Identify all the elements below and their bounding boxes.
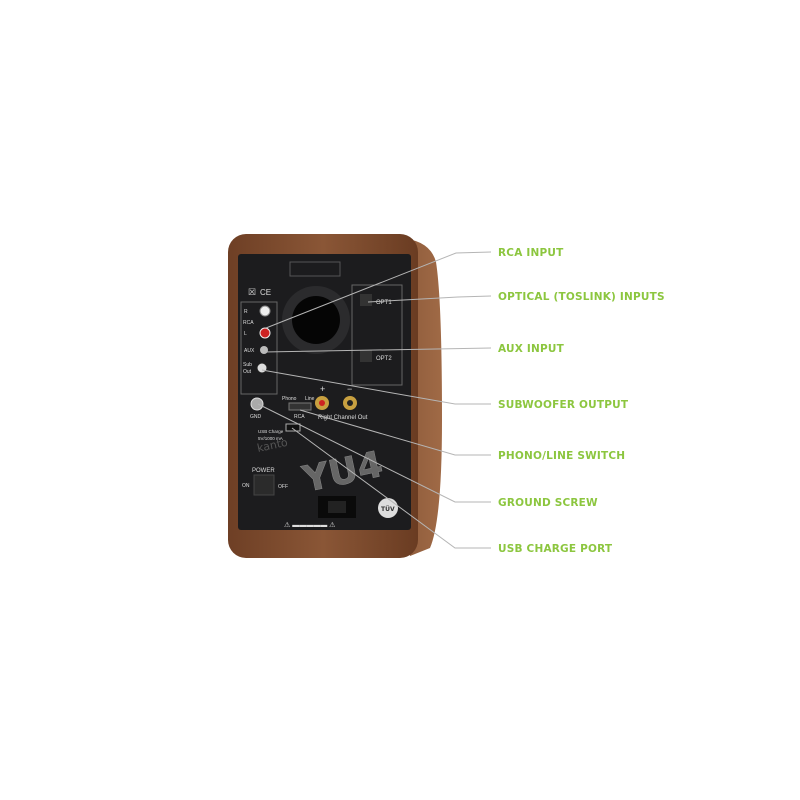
- l-label: L: [244, 331, 247, 337]
- leader-lines: [257, 251, 492, 549]
- power-inlet-socket: [328, 501, 346, 513]
- terminal-negative-core: [347, 400, 353, 406]
- leader-phono: [299, 409, 491, 456]
- warning-icon: ⚠ ▬▬▬▬▬ ⚠: [284, 521, 335, 529]
- leader-aux: [263, 347, 492, 353]
- callout-optical-inputs: OPTICAL (TOSLINK) INPUTS: [498, 291, 665, 303]
- callout-usb-charge-port: USB CHARGE PORT: [498, 543, 613, 555]
- out-label: Out: [243, 369, 252, 375]
- rca-input-left[interactable]: [259, 327, 271, 339]
- leader-optical: [367, 295, 492, 303]
- callout-subwoofer-output: SUBWOOFER OUTPUT: [498, 399, 629, 411]
- usb-label: USB Charge: [258, 429, 284, 434]
- gnd-label: GND: [250, 414, 262, 420]
- power-switch[interactable]: [253, 474, 275, 496]
- subwoofer-output[interactable]: [256, 362, 268, 374]
- optical-box: [351, 284, 403, 386]
- leader-sub: [261, 369, 491, 405]
- line-label: Line: [305, 396, 315, 402]
- leader-ground: [257, 403, 491, 503]
- callout-phono-line-switch: PHONO/LINE SWITCH: [498, 450, 625, 462]
- ground-screw[interactable]: [250, 397, 264, 411]
- connector-panel: [238, 254, 411, 530]
- aux-input[interactable]: [260, 346, 268, 354]
- right-channel-out-label: Right Channel Out: [318, 415, 368, 421]
- opt1-label: OPT1: [376, 300, 392, 306]
- off-label: OFF: [278, 484, 288, 490]
- optical-input-1[interactable]: [360, 294, 372, 306]
- minus-label: −: [347, 384, 352, 394]
- sub-label: Sub: [243, 362, 252, 368]
- phono-label: Phono: [282, 396, 297, 402]
- usb-spec-label: 5V/1000 mA: [258, 436, 283, 441]
- tuv-label: TÜV: [381, 506, 395, 513]
- leader-rca: [265, 251, 492, 329]
- rca-input-right[interactable]: [259, 305, 271, 317]
- callout-rca-input: RCA INPUT: [498, 247, 564, 259]
- callout-ground-screw: GROUND SCREW: [498, 497, 598, 509]
- optical-input-2[interactable]: [360, 350, 372, 362]
- power-label: POWER: [252, 468, 275, 474]
- r-label: R: [244, 309, 248, 315]
- phono-line-switch[interactable]: [288, 402, 312, 411]
- usb-charge-port[interactable]: [285, 423, 301, 432]
- tuv-mark: [378, 498, 398, 518]
- leader-usb: [291, 427, 491, 549]
- terminal-positive-core: [319, 400, 325, 406]
- callout-aux-input: AUX INPUT: [498, 343, 565, 355]
- aux-label: AUX: [244, 348, 255, 354]
- label-plate: [289, 261, 341, 277]
- x-mark: ☒: [248, 287, 256, 297]
- ce-mark: CE: [260, 288, 271, 297]
- rca-label: RCA: [243, 320, 254, 326]
- bass-port-hole: [292, 296, 340, 344]
- plus-label: +: [320, 384, 325, 394]
- opt2-label: OPT2: [376, 356, 392, 362]
- on-label: ON: [242, 483, 250, 489]
- brand-logo: kanto: [256, 436, 289, 455]
- rca2-label: RCA: [294, 414, 305, 420]
- input-box: [240, 301, 278, 395]
